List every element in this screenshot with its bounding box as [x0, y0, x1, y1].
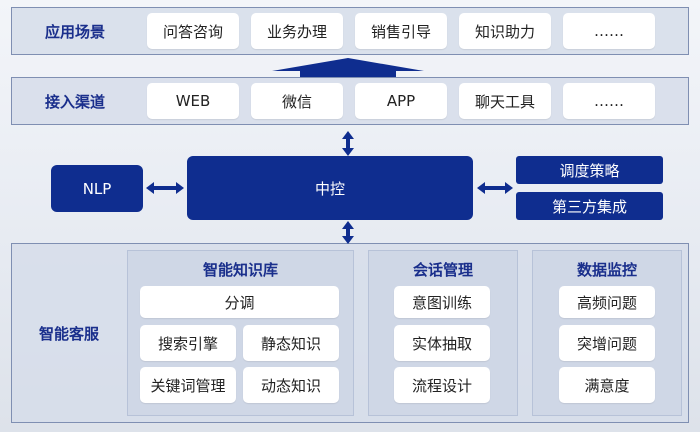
- horizontal-double-arrow-icon-right: [477, 182, 513, 194]
- horizontal-double-arrow-icon-left: [146, 182, 184, 194]
- session-intent-training: 意图训练: [394, 286, 490, 318]
- app-item-more: ……: [563, 13, 655, 49]
- vertical-double-arrow-icon-top: [342, 131, 354, 156]
- monitor-panel-title: 数据监控: [576, 261, 637, 279]
- control-box: 中控: [187, 156, 473, 220]
- knowledge-tune: 分调: [140, 286, 339, 318]
- channel-item-web: WEB: [147, 83, 239, 119]
- knowledge-search-engine: 搜索引擎: [140, 325, 236, 361]
- app-item-sales: 销售引导: [355, 13, 447, 49]
- knowledge-static: 静态知识: [243, 325, 339, 361]
- app-item-qa: 问答咨询: [147, 13, 239, 49]
- application-layer-title: 应用场景: [44, 22, 105, 41]
- channel-item-wechat: 微信: [251, 83, 343, 119]
- session-panel-title: 会话管理: [412, 261, 473, 279]
- service-layer-title: 智能客服: [38, 324, 99, 343]
- knowledge-keyword-manage: 关键词管理: [140, 367, 236, 403]
- monitor-satisfaction: 满意度: [559, 367, 655, 403]
- channel-item-more: ……: [563, 83, 655, 119]
- knowledge-dynamic: 动态知识: [243, 367, 339, 403]
- scheduling-box: 调度策略: [516, 156, 663, 184]
- session-flow-design: 流程设计: [394, 367, 490, 403]
- knowledge-panel-title: 智能知识库: [202, 261, 278, 279]
- session-entity-extract: 实体抽取: [394, 325, 490, 361]
- third-party-box: 第三方集成: [516, 192, 663, 220]
- monitor-surge: 突增问题: [559, 325, 655, 361]
- monitor-high-freq: 高频问题: [559, 286, 655, 318]
- nlp-box: NLP: [51, 165, 143, 212]
- app-item-business: 业务办理: [251, 13, 343, 49]
- vertical-double-arrow-icon-bottom: [342, 221, 354, 244]
- channel-item-chat-tool: 聊天工具: [459, 83, 551, 119]
- access-layer-title: 接入渠道: [44, 92, 105, 111]
- app-item-knowledge: 知识助力: [459, 13, 551, 49]
- up-arrow-icon: [272, 58, 424, 77]
- channel-item-app: APP: [355, 83, 447, 119]
